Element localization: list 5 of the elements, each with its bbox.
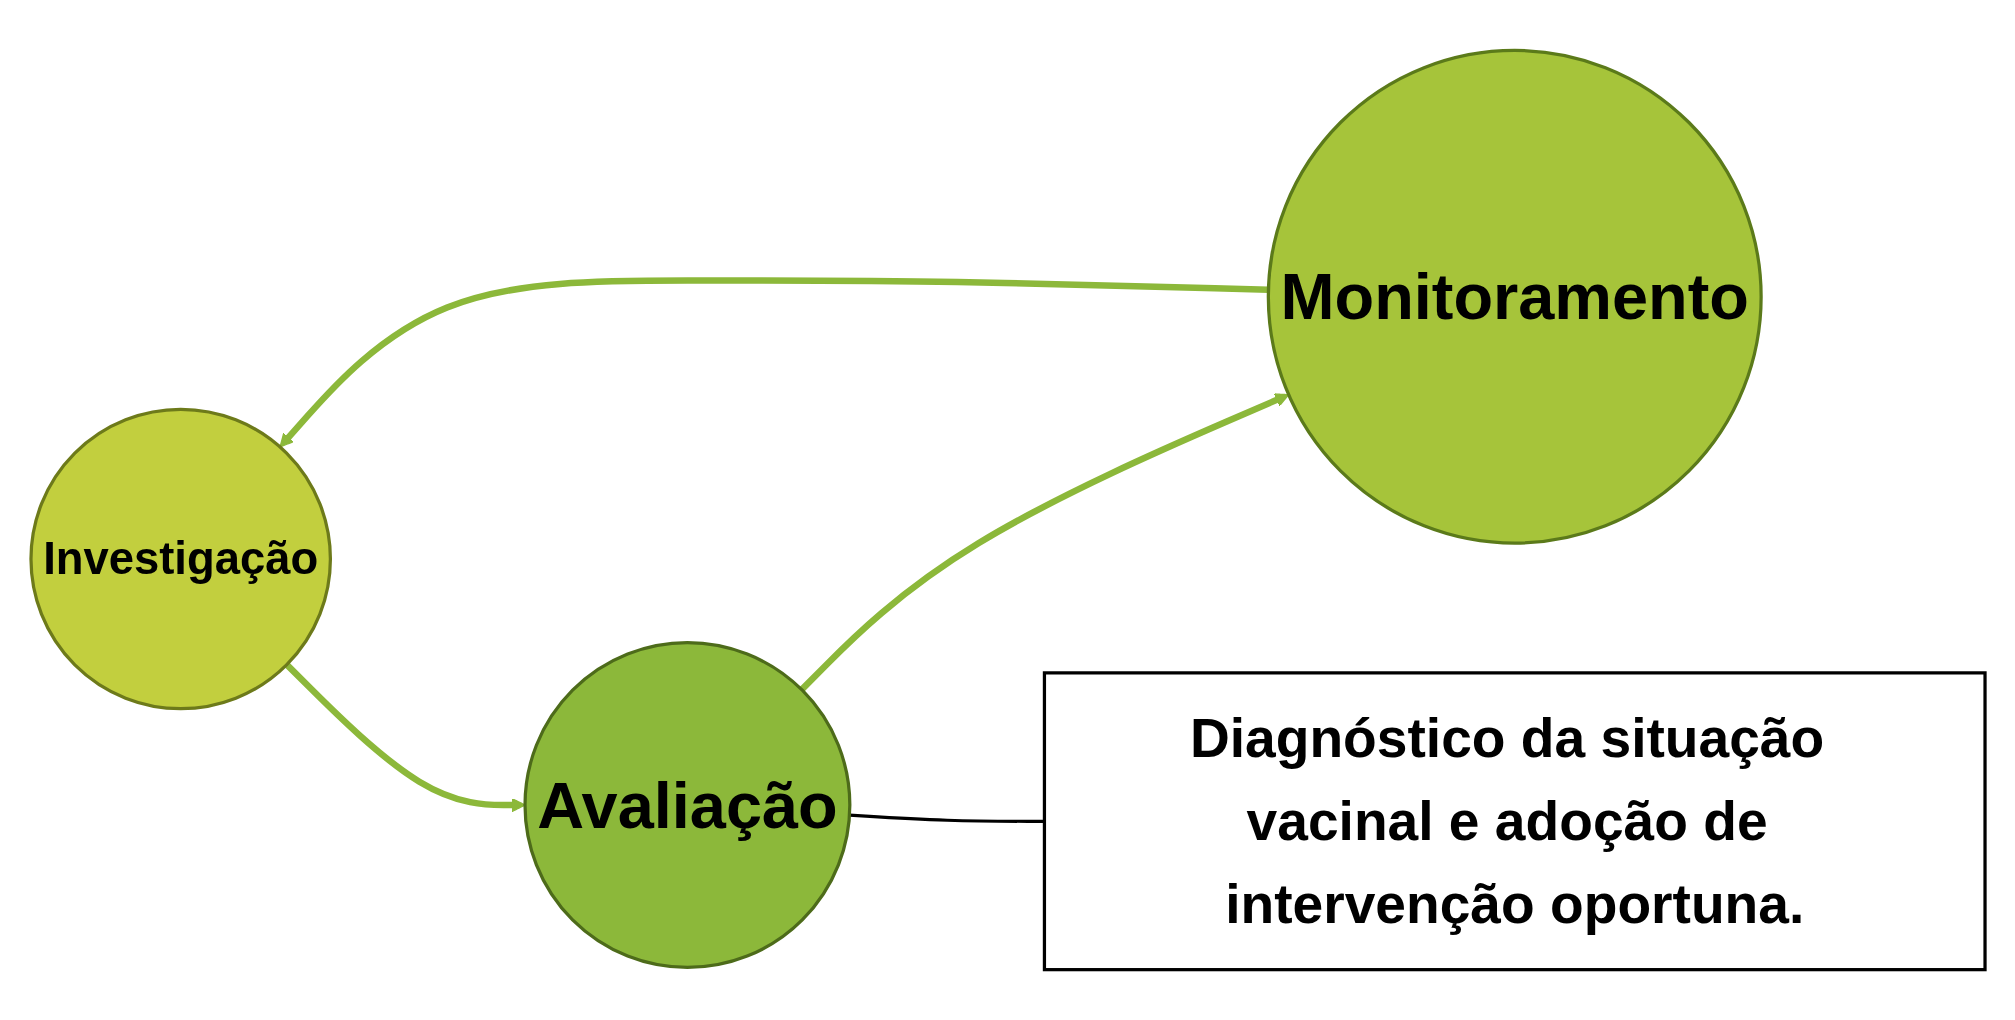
node-circle: Monitoramento: [1266, 48, 1763, 545]
arrow: [798, 393, 1289, 692]
node-circle: Investigação: [28, 407, 332, 711]
node-circle: Avaliação: [522, 641, 851, 970]
node-box: Diagnóstico da situação vacinal e adoção de intervenção oportuna.: [1042, 671, 1987, 972]
